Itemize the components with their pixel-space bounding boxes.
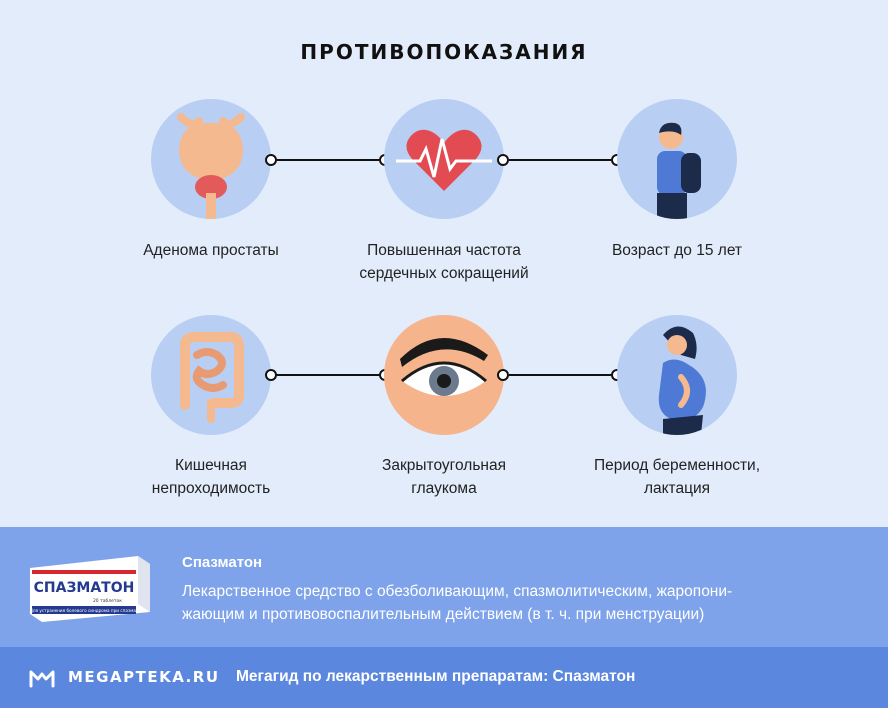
connector-line xyxy=(509,374,611,376)
drug-description: Лекарственное средство с обезболивающим,… xyxy=(182,583,733,623)
contraindication-label: Аденома простаты xyxy=(143,242,279,259)
prostate-icon xyxy=(151,99,271,219)
pack-subtitle-label: Для устранения болевого синдрома при спа… xyxy=(30,608,139,613)
medicine-pack-image: СПАЗМАТОН 20 таблеток Для устранения бол… xyxy=(30,556,150,622)
connector-dot xyxy=(497,154,509,166)
footer-bar xyxy=(0,647,888,708)
connector-line xyxy=(509,159,611,161)
connector-dot xyxy=(265,369,277,381)
connector-line xyxy=(277,159,379,161)
pack-count-label: 20 таблеток xyxy=(93,598,122,604)
heart-rate-icon xyxy=(384,99,504,219)
eye-icon xyxy=(384,315,504,435)
connector-line xyxy=(277,374,379,376)
intestine-icon xyxy=(151,315,271,435)
contraindication-label: Повышенная частота сердечных сокращений xyxy=(359,242,529,282)
pregnant-woman-icon xyxy=(617,315,737,435)
pack-brand-label: СПАЗМАТОН xyxy=(34,580,135,596)
connector-dot xyxy=(265,154,277,166)
teen-boy-icon xyxy=(617,99,737,219)
contraindication-label: Кишечная непроходимость xyxy=(151,457,271,497)
contraindication-label: Возраст до 15 лет xyxy=(611,242,743,259)
megapteka-logo-icon xyxy=(29,670,55,688)
footer-caption: Мегагид по лекарственным препаратам: Спа… xyxy=(236,668,636,685)
contraindication-label: Закрытоугольная глаукома xyxy=(382,457,506,497)
contraindication-label: Период беременности, лактация xyxy=(593,457,761,497)
footer-logo-text[interactable]: MEGAPTEKA.RU xyxy=(68,668,220,686)
page-title: ПРОТИВОПОКАЗАНИЯ xyxy=(300,40,588,64)
drug-name: Спазматон xyxy=(182,554,263,571)
connector-dot xyxy=(497,369,509,381)
